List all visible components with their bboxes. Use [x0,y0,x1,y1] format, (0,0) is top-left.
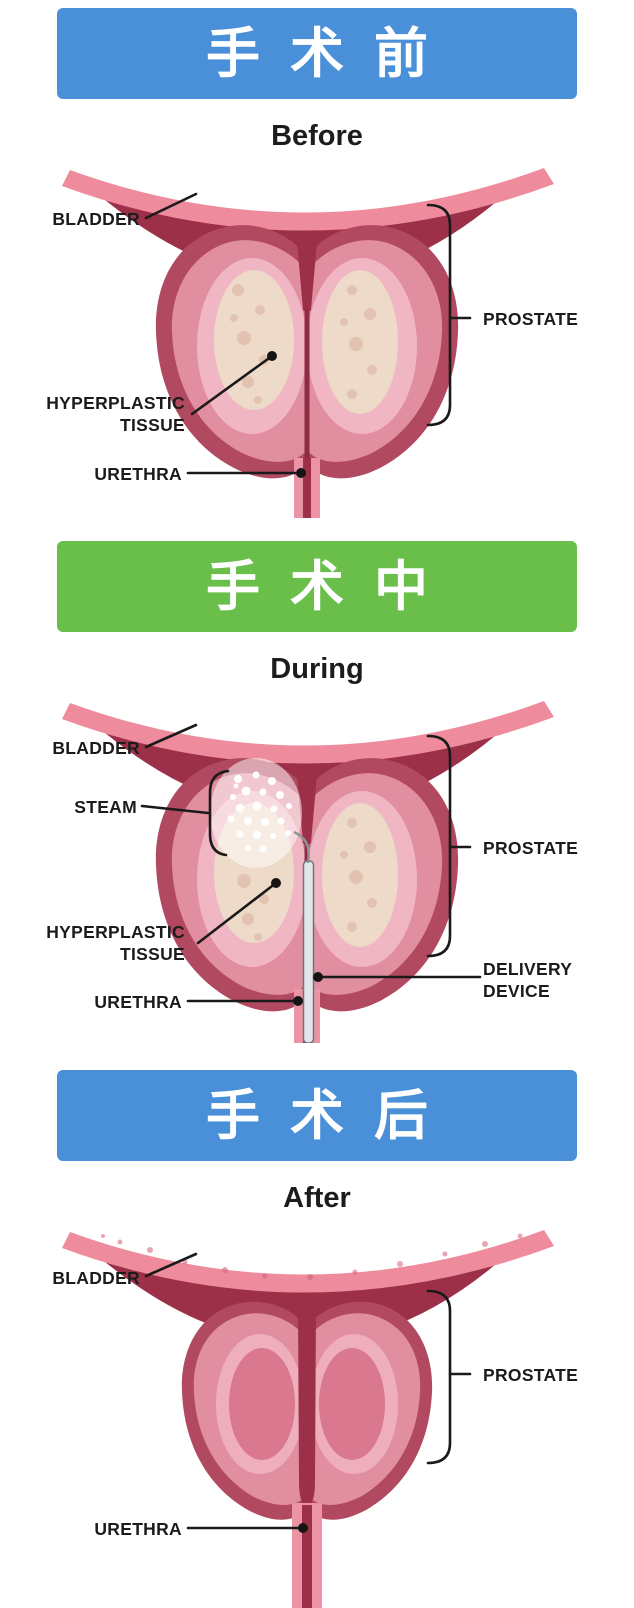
bladder-label: BLADDER [52,1268,140,1288]
during-illustration: BLADDER STEAM HYPERPLASTIC TISSUE URETHR… [0,691,634,1043]
before-illustration: BLADDER HYPERPLASTIC TISSUE URETHRA PROS… [0,158,634,518]
banner-during-text: 手术中 [206,556,458,617]
delivery-device-shape [293,830,315,1043]
urethra-shape [294,239,320,518]
heading-after: After [283,1182,351,1214]
urethra-dot [298,1523,308,1533]
urethra-dot [296,468,306,478]
steam-bracket [208,769,230,857]
delivery-line2: DEVICE [483,981,550,1001]
hyperplastic-dot [267,351,277,361]
after-illustration: BLADDER PROSTATE URETHRA [0,1220,634,1608]
bladder-texture-dots [101,1233,523,1280]
panel-during: 手术中 During [0,541,634,1043]
prostate-bracket [426,1289,472,1465]
steam-leader-line [140,804,210,815]
banner-during: 手术中 [57,541,577,632]
heading-before: Before [271,120,363,152]
prostate-shape [181,1301,433,1520]
prostate-label: PROSTATE [483,309,579,329]
delivery-device-dot [313,972,323,982]
bladder-label: BLADDER [52,209,140,229]
prostate-label: PROSTATE [483,1365,579,1385]
bladder-leader-line [144,1252,198,1278]
delivery-device-label: DELIVERY DEVICE [483,958,572,1002]
hyperplastic-leader-line [190,354,274,416]
urethra-shape [292,1303,322,1608]
panel-after: 手术后 After [0,1070,634,1608]
prostate-label: PROSTATE [483,838,579,858]
hyperplastic-line2: TISSUE [119,944,185,964]
hyperplastic-tissue-label: HYPERPLASTIC TISSUE [46,392,185,436]
leader-lines [144,192,301,475]
banner-before: 手术前 [57,8,577,99]
bladder-label: BLADDER [52,738,140,758]
banner-after-text: 手术后 [206,1085,458,1146]
hyperplastic-line1: HYPERPLASTIC [46,922,185,942]
during-anatomy-svg [62,701,554,1043]
hyperplastic-dot [271,878,281,888]
hyperplastic-line2: TISSUE [119,415,185,435]
prostate-bracket [426,734,472,958]
delivery-line1: DELIVERY [483,959,573,979]
after-anatomy-svg [62,1230,554,1608]
heading-during: During [270,653,364,685]
urethra-label: URETHRA [94,1519,182,1539]
urethra-dot [293,996,303,1006]
before-anatomy-svg [62,168,554,518]
steam-dots [210,758,302,868]
bladder-leader-line [144,723,198,749]
leader-lines [140,723,482,1003]
hyperplastic-leader-line [196,881,278,945]
hyperplastic-line1: HYPERPLASTIC [46,393,185,413]
prostate-bracket [426,203,472,427]
hyperplastic-tissue-label: HYPERPLASTIC TISSUE [46,921,185,965]
bladder-shape [62,1230,554,1344]
banner-after: 手术后 [57,1070,577,1161]
leader-lines [144,1252,301,1530]
steam-label: STEAM [74,797,137,817]
hyperplastic-tissue-shape [214,270,398,414]
bladder-leader-line [144,192,198,220]
urethra-label: URETHRA [94,464,182,484]
urethra-label: URETHRA [94,992,182,1012]
panel-before: 手术前 Before [0,0,634,518]
banner-before-text: 手术前 [206,23,458,84]
